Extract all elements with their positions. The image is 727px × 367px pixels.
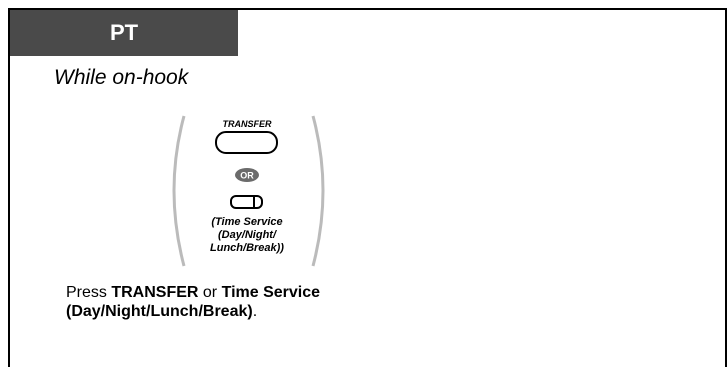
phone-type-label: PT	[109, 20, 139, 45]
time-service-caption-line2: (Day/Night/	[218, 229, 278, 241]
phone-type-header: PT	[10, 10, 238, 56]
or-label: OR	[240, 171, 254, 181]
left-bracket	[172, 115, 186, 267]
right-bracket	[311, 115, 325, 267]
transfer-button-label: TRANSFER	[223, 119, 272, 129]
or-badge-icon	[235, 168, 259, 182]
instruction-text: Press TRANSFER or Time Service (Day/Nigh…	[66, 283, 486, 321]
transfer-key-icon[interactable]	[215, 131, 278, 154]
condition-text: While on-hook	[54, 66, 189, 89]
instruction-middle: or	[198, 284, 222, 301]
instruction-suffix: .	[252, 303, 258, 320]
time-service-caption-line3: Lunch/Break))	[210, 242, 284, 254]
instruction-time-service-detail: (Day/Night/Lunch/Break)	[66, 303, 253, 320]
instruction-prefix: Press	[66, 284, 112, 301]
time-service-key-icon[interactable]	[230, 195, 263, 209]
time-service-caption-line1: (Time Service	[211, 216, 282, 228]
instruction-time-service: Time Service	[221, 284, 321, 301]
instruction-transfer: TRANSFER	[111, 284, 199, 301]
procedure-frame: PT	[8, 8, 727, 367]
